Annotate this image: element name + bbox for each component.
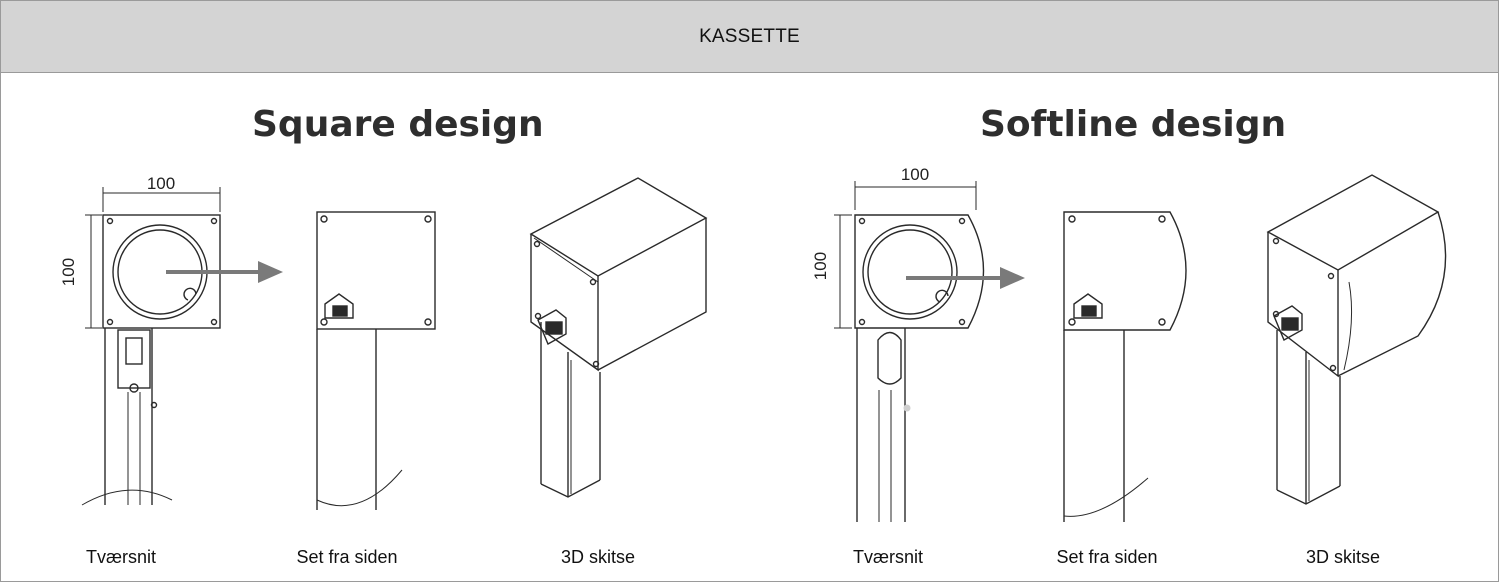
square-height-dimension: 100 xyxy=(59,258,78,286)
square-3d-drawing xyxy=(529,177,708,498)
softline-caption-3d: 3D skitse xyxy=(1305,547,1381,567)
softline-design-title: Softline design xyxy=(980,104,1287,145)
square-caption-3d: 3D skitse xyxy=(560,547,636,567)
header-title: KASSETTE xyxy=(699,25,800,47)
square-arrow-head xyxy=(258,261,283,283)
square-caption-cross-section: Tværsnit xyxy=(85,547,157,567)
square-side-view-drawing xyxy=(316,211,436,510)
header-bar: KASSETTE xyxy=(1,1,1498,73)
softline-width-dimension: 100 xyxy=(901,165,929,184)
softline-caption-cross-section: Tværsnit xyxy=(852,547,924,567)
softline-3d-drawing xyxy=(1266,174,1447,505)
square-design-title: Square design xyxy=(252,104,544,145)
square-width-dimension: 100 xyxy=(147,174,175,193)
softline-cross-section-drawing xyxy=(834,181,985,522)
softline-height-dimension: 100 xyxy=(811,252,830,280)
softline-arrow-head xyxy=(1000,267,1025,289)
square-caption-side-view: Set fra siden xyxy=(296,547,398,567)
softline-side-view-drawing xyxy=(1063,211,1187,522)
square-cross-section-drawing xyxy=(81,187,221,506)
softline-caption-side-view: Set fra siden xyxy=(1056,547,1158,567)
